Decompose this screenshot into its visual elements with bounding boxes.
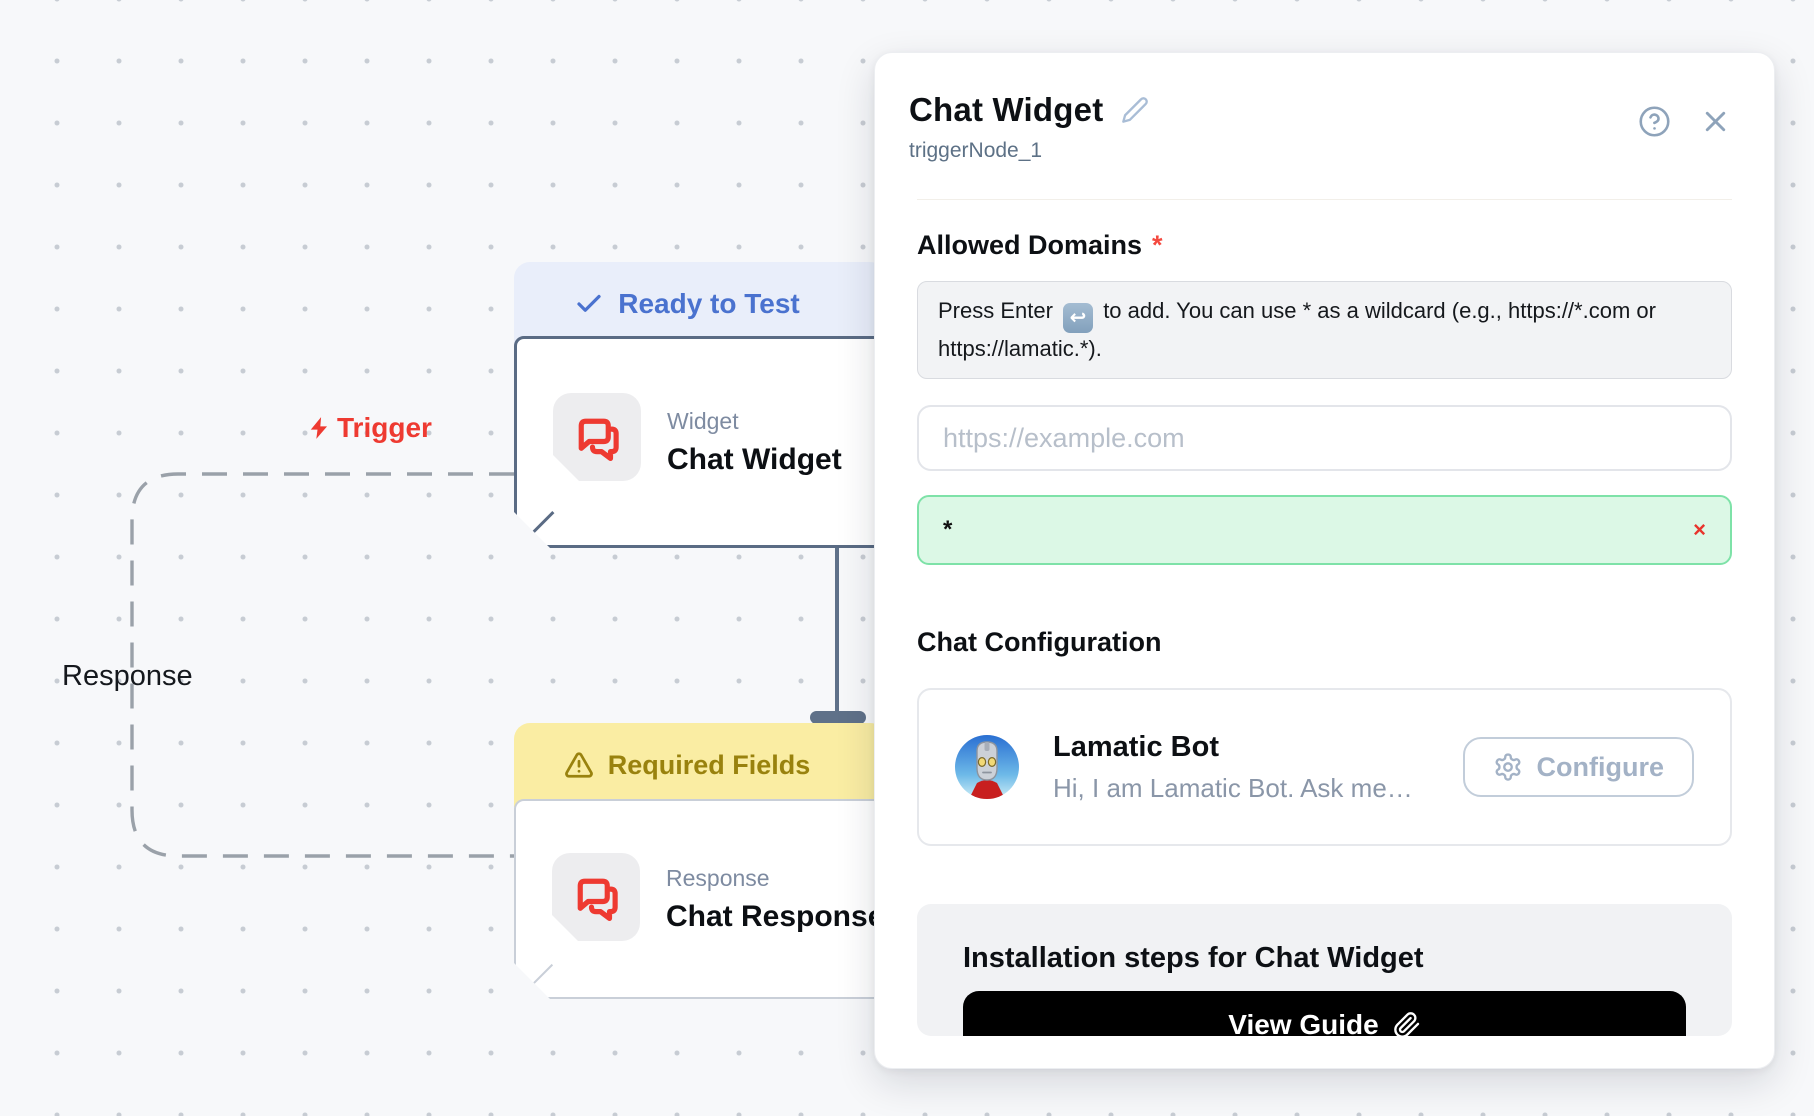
close-icon <box>1699 105 1732 138</box>
response-input-handle[interactable] <box>810 711 866 724</box>
widget-status-badge: Ready to Test <box>514 262 886 346</box>
header-divider <box>917 199 1732 200</box>
widget-node-title: Chat Widget <box>667 442 842 476</box>
configure-button-label: Configure <box>1536 751 1665 782</box>
panel-title: Chat Widget <box>909 91 1104 128</box>
paperclip-icon <box>1393 1011 1421 1036</box>
chat-bubbles-icon <box>552 853 640 941</box>
trigger-label-text: Trigger <box>337 412 432 443</box>
widget-status-text: Ready to Test <box>618 288 800 319</box>
bot-card: Lamatic Bot Hi, I am Lamatic Bot. Ask me… <box>917 688 1732 846</box>
config-panel: Chat Widget triggerNode_1 <box>874 52 1775 1069</box>
domain-tag-value: * <box>943 516 953 543</box>
close-panel-button[interactable] <box>1699 105 1732 138</box>
lightning-icon <box>307 414 333 442</box>
gear-icon <box>1493 752 1523 782</box>
widget-node[interactable]: Widget Chat Widget <box>514 336 886 548</box>
enter-key-icon: ↩ <box>1063 303 1094 333</box>
pencil-icon <box>1121 96 1149 124</box>
installation-section: Installation steps for Chat Widget View … <box>917 904 1732 1036</box>
allowed-domains-hint: Press Enter ↩ to add. You can use * as a… <box>917 281 1732 379</box>
chat-configuration-label: Chat Configuration <box>917 627 1162 657</box>
help-icon <box>1638 105 1671 138</box>
view-guide-button[interactable]: View Guide <box>963 991 1686 1036</box>
bot-name: Lamatic Bot <box>1053 730 1219 763</box>
response-node-type: Response <box>666 864 770 891</box>
chat-bubbles-icon <box>553 393 641 481</box>
allowed-domains-label: Allowed Domains* <box>917 230 1163 260</box>
response-node[interactable]: Response Chat Response <box>514 799 886 999</box>
response-node-title: Chat Response <box>666 899 885 933</box>
edit-title-button[interactable] <box>1121 96 1149 124</box>
help-button[interactable] <box>1638 105 1671 138</box>
view-guide-label: View Guide <box>1228 1009 1379 1036</box>
check-icon <box>574 289 604 319</box>
bot-description: Hi, I am Lamatic Bot. Ask me… <box>1053 772 1413 803</box>
response-label: Response <box>62 660 193 692</box>
widget-node-type: Widget <box>667 407 739 434</box>
domain-input[interactable] <box>917 405 1732 471</box>
required-marker: * <box>1152 230 1163 260</box>
installation-heading: Installation steps for Chat Widget <box>963 942 1424 974</box>
node-connector-line <box>835 540 839 716</box>
remove-domain-icon[interactable]: × <box>1693 517 1706 542</box>
robot-avatar <box>955 735 1019 799</box>
response-status-text: Required Fields <box>607 749 811 780</box>
domain-tag: * × <box>917 495 1732 565</box>
node-id: triggerNode_1 <box>909 139 1043 162</box>
configure-button[interactable]: Configure <box>1462 737 1694 797</box>
trigger-label: Trigger <box>307 412 432 444</box>
warning-icon <box>564 750 594 780</box>
response-status-badge: Required Fields <box>514 723 886 807</box>
